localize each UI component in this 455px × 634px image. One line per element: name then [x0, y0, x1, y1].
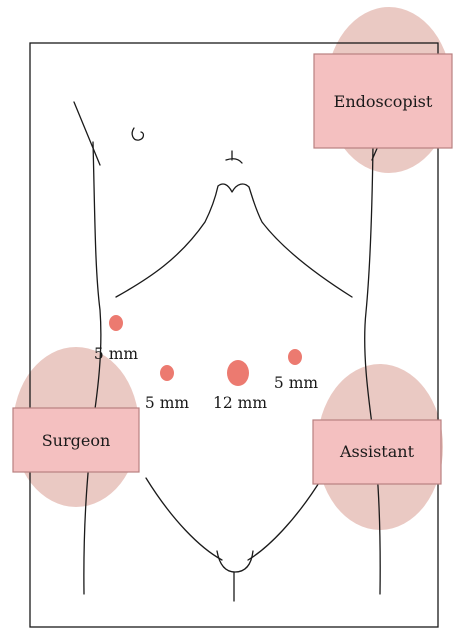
endoscopist-box: Endoscopist	[314, 54, 452, 148]
port-dot-upper-left	[109, 315, 123, 331]
assistant-label: Assistant	[339, 442, 415, 461]
port-label-right: 5 mm	[274, 374, 318, 392]
port-dot-center	[227, 360, 249, 386]
assistant-box: Assistant	[313, 420, 441, 484]
port-dot-left	[160, 365, 174, 381]
surgeon-box: Surgeon	[13, 408, 139, 472]
port-label-left: 5 mm	[145, 394, 189, 412]
port-label-upper-left: 5 mm	[94, 345, 138, 363]
port-dot-right	[288, 349, 302, 365]
endoscopist-label: Endoscopist	[334, 92, 433, 111]
surgeon-label: Surgeon	[42, 431, 111, 450]
port-label-center: 12 mm	[213, 394, 267, 412]
